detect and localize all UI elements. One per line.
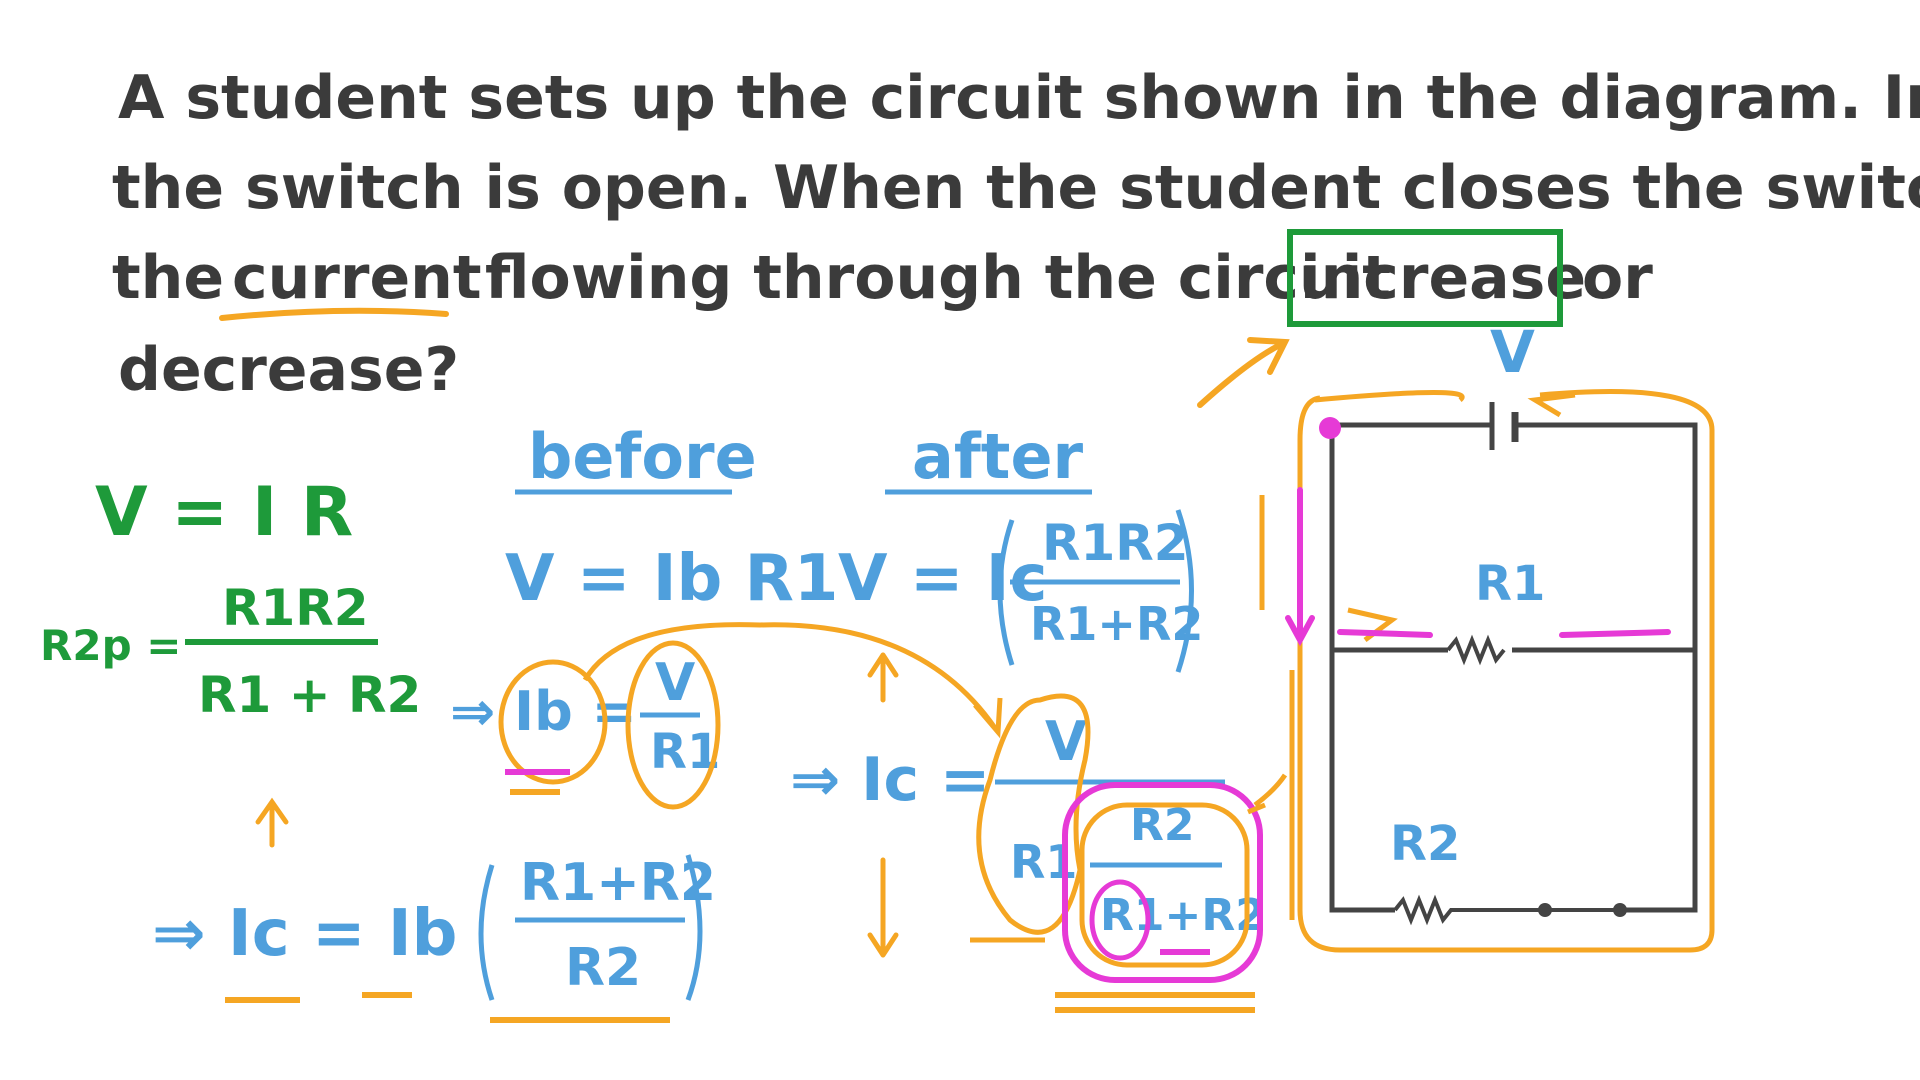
wire-right [1515,422,1698,913]
resistor-r1 [1446,634,1506,666]
circuit-r2-label: R2 [1390,816,1460,872]
before-heading: before [528,420,757,493]
circle-v-over-r1 [625,640,721,810]
after-eq2-den-den: R1+R2 [1100,890,1266,941]
ohms-law: V = I R [95,473,353,552]
question-line-3e: or [1582,243,1653,313]
question-line-3a: the [112,243,224,313]
magenta-line-r1-right [1559,629,1671,638]
before-eq2-num: V [655,653,695,713]
after-eq1-den: R1+R2 [1030,597,1203,651]
before-eq1: V = Ib R1 [505,542,838,616]
circuit-voltage-label: V [1490,318,1535,386]
after-eq1-lhs: V = Ic [838,542,1047,616]
question-word-increase: increase [1300,243,1586,313]
after-heading: after [912,420,1083,493]
orange-arrow-left-small [1247,773,1288,815]
arrow-to-increase [1197,342,1283,408]
r2p-numerator: R1R2 [222,579,369,637]
arrow-head-increase [1247,337,1290,375]
magenta-arrow-down [1285,487,1315,647]
orange-blob-after [976,693,1091,935]
up-arrow-left [255,797,289,848]
orange-box-after [1079,802,1250,968]
up-arrow-mid [867,652,899,703]
after-eq1-num: R1R2 [1042,514,1189,572]
question-word-current: current [232,243,482,313]
magenta-box-after [1062,782,1263,983]
after-eq2-den-num: R2 [1130,800,1195,851]
magenta-node [1319,417,1341,439]
arc-connector [582,622,998,730]
magenta-circle-r1 [1089,879,1151,961]
current-underline [219,307,449,321]
question-line-2: the switch is open. When the student clo… [112,153,1920,223]
increase-box [1287,229,1563,327]
result-numerator: R1+R2 [520,853,716,913]
question-line-1: A student sets up the circuit shown in t… [118,63,1920,133]
switch-terminal-right [1613,903,1627,917]
loop-arrow-head [1527,392,1576,418]
magenta-line-r1-left [1337,629,1433,638]
after-eq2-num: V [1045,710,1087,773]
result-denominator: R2 [565,938,641,998]
before-eq2-lhs: ⇒ Ib = [450,680,637,743]
wire-left [1329,425,1395,913]
result-lhs: ⇒ Ic = Ib [152,897,457,971]
question-line-3c: flowing through the circuit [485,243,1391,313]
after-eq2-lhs: ⇒ Ic = [790,745,990,815]
r2p-denominator: R1 + R2 [198,666,421,724]
result-paren-left [478,864,495,1001]
down-arrow-mid [867,857,899,958]
r2p-label: R2p = [40,621,181,670]
circuit-r1-label: R1 [1475,556,1545,612]
arc-arrow-head [973,697,1003,739]
after-eq1-paren-right [1175,509,1194,673]
result-paren-right [685,854,703,1001]
circle-ib [498,659,608,785]
current-loop-outer [1297,389,1715,953]
circuit-diagram: V R1 R2 [1247,318,1715,953]
after-eq1-paren-left [997,519,1015,666]
question-line-4: decrease? [118,335,459,405]
resistor-r2 [1393,894,1545,926]
